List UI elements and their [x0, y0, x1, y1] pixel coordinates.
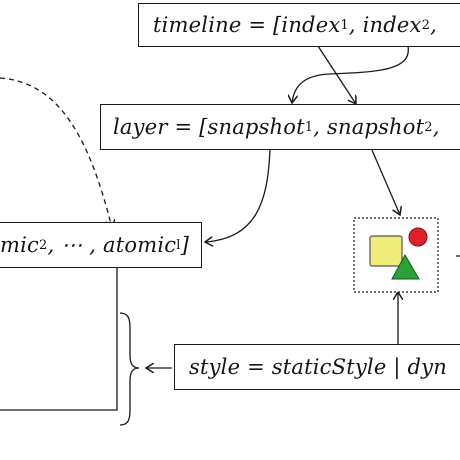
atomic-sub1: 2 — [39, 237, 48, 253]
atomic-prefix: mic — [0, 233, 39, 257]
layer-suffix: , — [432, 115, 440, 139]
style-box: style = staticStyle | dyn — [174, 344, 460, 390]
timeline-sub1: 1 — [340, 17, 349, 33]
dashed-reference-arrow — [0, 77, 112, 228]
layer-mid: , snapshot — [313, 115, 425, 139]
atomic-mid: , ⋯ , atomic — [47, 233, 177, 257]
layer-sub1: 1 — [304, 119, 314, 135]
atomic-down-line — [0, 268, 118, 411]
timeline-mid: , index — [348, 13, 422, 37]
yellow-square-icon — [369, 235, 403, 267]
timeline-sub2: 2 — [421, 17, 431, 33]
atomic-sub2: l — [176, 237, 181, 253]
layer-to-atomic-arrow — [205, 147, 271, 242]
timeline-to-layer-arrow-straight — [317, 45, 356, 104]
layer-to-shapes-arrow — [371, 149, 400, 215]
timeline-prefix: timeline = [index — [153, 13, 341, 37]
style-text: style = staticStyle | dyn — [189, 355, 447, 379]
timeline-to-layer-arrow-curved — [292, 45, 409, 103]
shapes-icon — [369, 227, 428, 280]
curly-brace — [119, 312, 140, 426]
layer-prefix: layer = [snapshot — [113, 115, 305, 139]
layer-sub2: 2 — [424, 119, 433, 135]
green-triangle-icon — [391, 253, 420, 280]
atomic-suffix: ] — [180, 233, 190, 257]
red-circle-icon — [408, 227, 428, 247]
timeline-suffix: , — [430, 13, 437, 37]
